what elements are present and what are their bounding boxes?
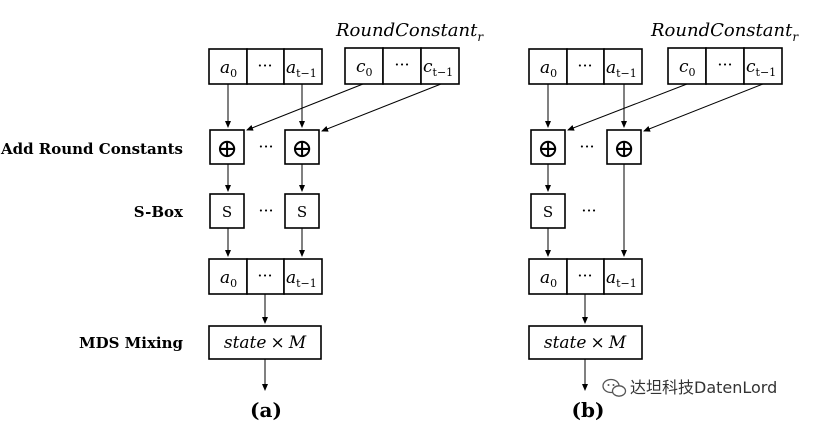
rc-dots-text: ··· (717, 55, 732, 74)
xor-icon: ⊕ (216, 134, 238, 164)
state-cell-a0 (528, 258, 568, 295)
round-constant-label-a: RoundConstantr (335, 20, 484, 44)
xor-dots-b: ··· (579, 137, 594, 156)
state-bottom-a: a0 ··· at−1 (208, 258, 323, 295)
label-sbox: S-Box (134, 203, 184, 221)
sbox-dots-b: ··· (581, 201, 596, 220)
rc-dots-text: ··· (394, 55, 409, 74)
mds-box-a (208, 325, 322, 360)
round-constants-b: c0 ··· ct−1 (667, 47, 783, 85)
sbox-dots-a: ··· (258, 201, 273, 220)
xor-icon: ⊕ (291, 134, 313, 164)
rc-ct-text: ct−1 (746, 57, 776, 79)
state-a0-text: a0 (220, 58, 237, 80)
state-a0-text: a0 (540, 58, 557, 80)
state-cell-dots (246, 48, 285, 85)
rc-cell-c0 (667, 47, 707, 85)
watermark: 达坦科技DatenLord (602, 378, 777, 397)
diagram-a: RoundConstantr a0 ··· at−1 c0 ··· ct−1 ⊕… (208, 20, 484, 422)
sbox-left-b (530, 193, 566, 229)
wechat-icon (602, 378, 627, 397)
rc-cell-ct (420, 47, 460, 85)
xor-dots-a: ··· (258, 137, 273, 156)
mds-text-a: state×M (224, 333, 307, 353)
state-top-a: a0 ··· at−1 (208, 48, 323, 85)
mds-text-b: state×M (544, 333, 627, 353)
state-cell-at (283, 48, 323, 85)
caption-a: (a) (250, 398, 282, 422)
state-cell-a0 (528, 48, 568, 85)
xor-icon: ⊕ (537, 134, 559, 164)
state-dots-text: ··· (257, 266, 272, 285)
watermark-text: 达坦科技DatenLord (630, 378, 777, 397)
rc-ct-text: ct−1 (423, 57, 453, 79)
state-dots-text: ··· (577, 56, 592, 75)
state-at-text: at−1 (286, 268, 317, 290)
xor-icon: ⊕ (613, 134, 635, 164)
sbox-right-a (284, 193, 320, 229)
label-add-round-constants: Add Round Constants (0, 140, 183, 158)
rc-cell-ct (743, 47, 783, 85)
state-at-text: at−1 (606, 58, 637, 80)
rc-c0-text: c0 (679, 57, 696, 79)
state-dots-text: ··· (577, 266, 592, 285)
sbox-text: S (222, 203, 232, 221)
xor-box-right-b (606, 129, 642, 165)
state-cell-dots (566, 48, 605, 85)
state-a0-text: a0 (540, 268, 557, 290)
label-mds-mixing: MDS Mixing (79, 334, 184, 352)
diagram-b: RoundConstantr a0 ··· at−1 c0 ··· ct−1 ⊕… (528, 20, 799, 422)
state-at-text: at−1 (286, 58, 317, 80)
rc-cell-c0 (344, 47, 384, 85)
state-cell-at (603, 48, 643, 85)
state-cell-at (283, 258, 323, 295)
state-dots-text: ··· (257, 56, 272, 75)
xor-box-right-a (284, 129, 320, 165)
caption-b: (b) (572, 398, 605, 422)
state-cell-at (603, 258, 643, 295)
rc-c0-text: c0 (356, 57, 373, 79)
xor-box-left-a (209, 129, 245, 165)
state-bottom-b: a0 ··· at−1 (528, 258, 643, 295)
round-constants-a: c0 ··· ct−1 (344, 47, 460, 85)
sbox-text: S (543, 203, 553, 221)
state-top-b: a0 ··· at−1 (528, 48, 643, 85)
rc-cell-dots (382, 47, 422, 85)
state-a0-text: a0 (220, 268, 237, 290)
sbox-left-a (209, 193, 245, 229)
state-at-text: at−1 (606, 268, 637, 290)
sbox-text: S (297, 203, 307, 221)
round-constant-label-b: RoundConstantr (650, 20, 799, 44)
